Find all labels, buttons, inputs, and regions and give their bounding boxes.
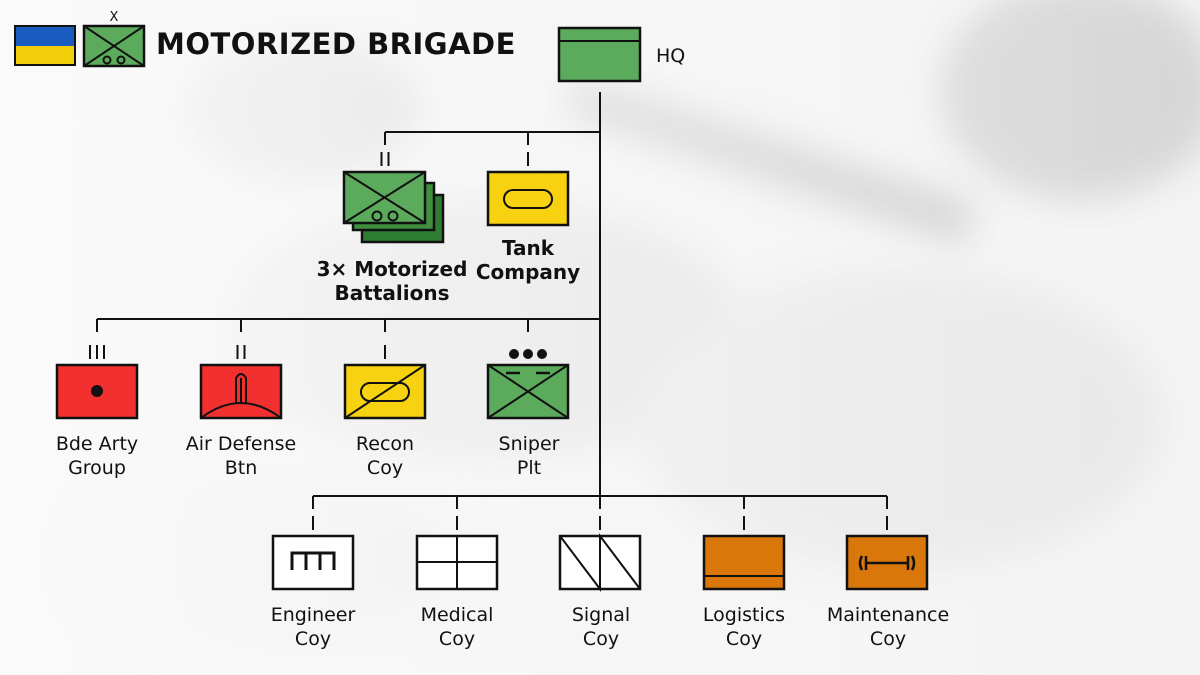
flag-blue-band [15, 26, 75, 46]
unit-label-motorized-battalions: 3× Motorized Battalions [304, 257, 480, 305]
label-line: Bde Arty [55, 433, 139, 455]
label-line: Company [475, 260, 581, 284]
unit-label-tank-company: Tank Company [469, 236, 587, 284]
hq-label: HQ [656, 45, 686, 67]
sniper-symbol [486, 349, 570, 420]
medical-symbol [415, 534, 499, 591]
label-line: Plt [516, 457, 542, 479]
unit-label-maintenance: Maintenance Coy [812, 603, 964, 651]
label-line: Tank [501, 236, 555, 260]
bde-arty-symbol [55, 345, 139, 420]
unit-label-sniper: Sniper Plt [469, 432, 589, 480]
label-line: Coy [582, 628, 620, 650]
engineer-castle-glyph [290, 551, 336, 570]
unit-label-medical: Medical Coy [397, 603, 517, 651]
wrench-jaws [858, 555, 916, 571]
wrench-glyph [864, 556, 910, 570]
maintenance-symbol [845, 534, 929, 591]
label-line: Air Defense [185, 433, 297, 455]
diagonal-line [343, 171, 426, 224]
label-line: Coy [438, 628, 476, 650]
label-line: Signal [571, 604, 631, 626]
tank-company-symbol [486, 132, 570, 227]
platoon-dot [537, 349, 547, 359]
label-line: Maintenance [826, 604, 950, 626]
label-line: Sniper [498, 433, 560, 455]
label-line: 3× Motorized [316, 257, 468, 281]
hq-symbol [557, 26, 642, 83]
platoon-dot [523, 349, 533, 359]
unit-label-signal: Signal Coy [541, 603, 661, 651]
missile-shape [235, 373, 247, 404]
engineer-frame [271, 534, 355, 591]
logistics-frame [702, 534, 786, 591]
wheel-mark [371, 210, 383, 222]
hq-frame [557, 26, 642, 83]
brigade-symbol-wheel [116, 55, 126, 65]
wheel-mark [387, 210, 399, 222]
label-line: Coy [869, 628, 907, 650]
label-line: Logistics [702, 604, 786, 626]
unit-label-air-defense: Air Defense Btn [173, 432, 309, 480]
logistics-symbol [702, 534, 786, 591]
unit-label-recon: Recon Coy [325, 432, 445, 480]
label-line: Group [68, 457, 126, 479]
label-line: Medical [420, 604, 494, 626]
label-line: Coy [294, 628, 332, 650]
signal-lightning [559, 533, 641, 592]
flag-yellow-band [15, 46, 75, 65]
diagonal-line [487, 364, 569, 419]
unit-label-engineer: Engineer Coy [253, 603, 373, 651]
label-line: Coy [366, 457, 404, 479]
armor-oval [503, 189, 553, 209]
engineer-symbol [271, 534, 355, 591]
label-line: Engineer [270, 604, 356, 626]
label-line: Coy [725, 628, 763, 650]
unit-symbols [55, 26, 929, 592]
armor-oval [360, 382, 410, 402]
unit-label-bde-arty: Bde Arty Group [37, 432, 157, 480]
motorized-battalions-symbol [342, 132, 445, 244]
platoon-dot [509, 349, 519, 359]
brigade-echelon-mark: X [110, 10, 119, 25]
tank-frame [486, 170, 570, 227]
unit-label-logistics: Logistics Coy [684, 603, 804, 651]
flag-border [14, 25, 76, 66]
air-defense-symbol [199, 345, 283, 420]
label-line: Btn [224, 457, 258, 479]
brigade-symbol-wheel [102, 55, 112, 65]
recon-symbol [343, 345, 427, 420]
brigade-symbol-diagonal [83, 25, 145, 67]
artillery-dot [91, 385, 103, 397]
recon-diagonal [344, 364, 426, 419]
label-line: Battalions [334, 281, 450, 305]
page-title: MOTORIZED BRIGADE [156, 27, 516, 61]
header-symbols: X [14, 10, 146, 68]
label-line: Recon [355, 433, 415, 455]
signal-symbol [558, 533, 642, 592]
